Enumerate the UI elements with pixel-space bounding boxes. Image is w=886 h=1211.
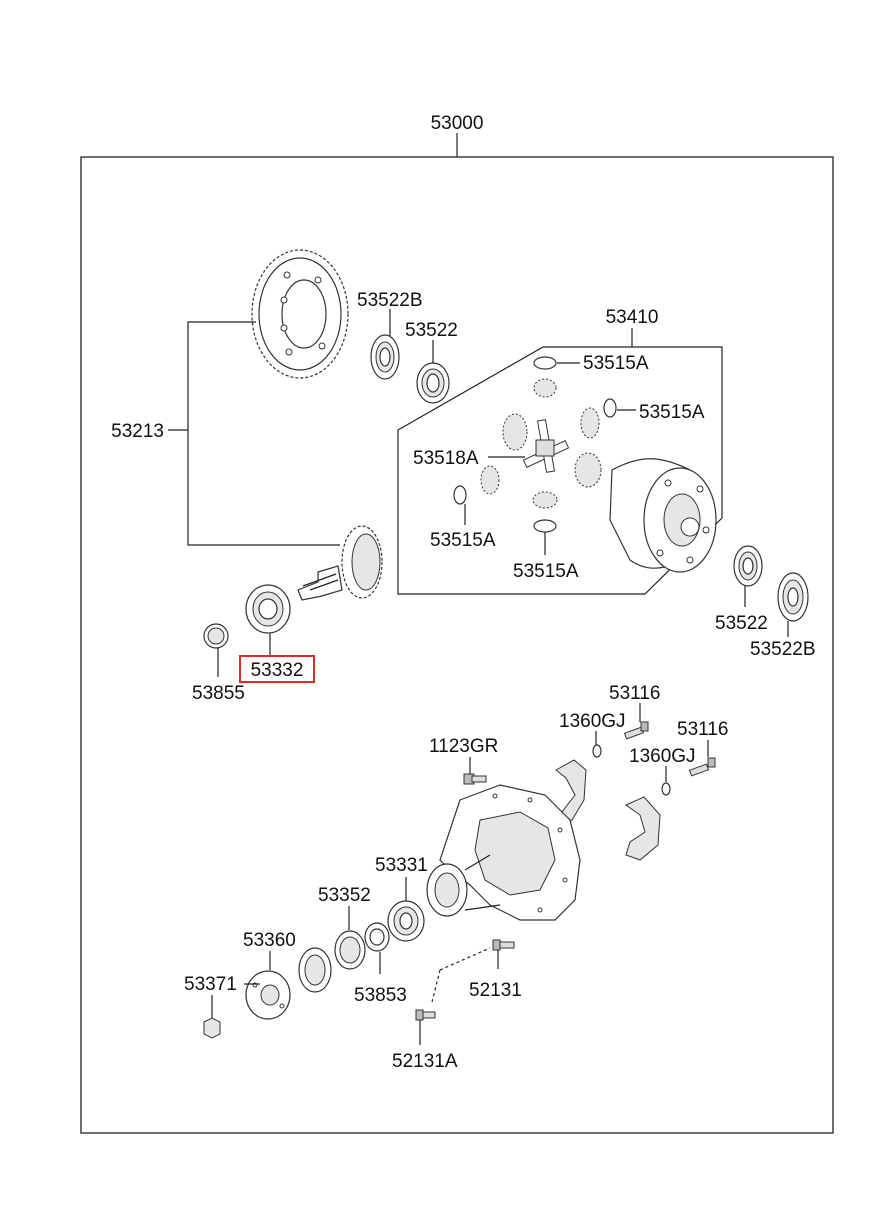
stud-bolt-52131a — [415, 1009, 436, 1021]
callout-53352[interactable]: 53352 — [318, 885, 371, 906]
assembly-number-label: 53000 — [431, 113, 484, 134]
breather-plug — [463, 773, 487, 785]
callout-1360gj-b[interactable]: 1360GJ — [629, 746, 696, 767]
stud-bolt-52131 — [492, 939, 515, 951]
callout-52131a[interactable]: 52131A — [392, 1051, 458, 1072]
carrier-housing — [426, 784, 581, 921]
washer-1360gj-a — [592, 744, 602, 758]
callout-53116-b[interactable]: 53116 — [677, 719, 728, 740]
callout-53410[interactable]: 53410 — [606, 307, 659, 328]
front-pinion-bearing — [387, 900, 425, 942]
oil-seal — [334, 930, 366, 970]
callout-53360[interactable]: 53360 — [243, 930, 296, 951]
callout-53522b-upper[interactable]: 53522B — [357, 290, 423, 311]
callout-53515a-bottom[interactable]: 53515A — [513, 561, 579, 582]
callout-1123gr[interactable]: 1123GR — [429, 736, 498, 757]
callout-52131[interactable]: 52131 — [469, 980, 522, 1001]
drive-pinion — [297, 525, 383, 601]
bearing-53522-lower — [733, 545, 763, 587]
callout-53515a-left[interactable]: 53515A — [430, 530, 496, 551]
bearing-53522-upper — [416, 362, 450, 404]
callout-53515a-top[interactable]: 53515A — [583, 353, 649, 374]
bearing-cap-lower — [624, 796, 661, 861]
callout-53522-upper[interactable]: 53522 — [405, 320, 458, 341]
shim-washer — [364, 922, 390, 952]
callout-53855[interactable]: 53855 — [192, 683, 245, 704]
callout-53332[interactable]: 53332 — [251, 660, 304, 681]
bolt-53116-a — [623, 721, 649, 740]
callout-53331[interactable]: 53331 — [375, 855, 428, 876]
collapsible-spacer — [203, 623, 229, 649]
callout-53522-lower[interactable]: 53522 — [715, 613, 768, 634]
pinion-shaft — [522, 419, 570, 473]
bearing-53522b-upper — [370, 334, 400, 380]
callout-53515a-right[interactable]: 53515A — [639, 402, 705, 423]
washer-1360gj-b — [661, 782, 671, 796]
dust-cover — [298, 947, 332, 993]
callout-53518a[interactable]: 53518A — [413, 448, 479, 469]
bolt-53116-b — [688, 757, 716, 777]
callout-1360gj-a[interactable]: 1360GJ — [559, 711, 626, 732]
pinion-bearing-53332 — [245, 584, 291, 634]
highlight-box-53332 — [239, 655, 315, 683]
callout-53213[interactable]: 53213 — [111, 421, 164, 442]
ring-gear — [251, 249, 349, 379]
differential-case — [609, 458, 717, 573]
diff-case-subassembly-box — [397, 346, 723, 595]
callout-53853[interactable]: 53853 — [354, 985, 407, 1006]
pinion-nut — [203, 1017, 221, 1039]
bearing-53522b-lower — [777, 572, 809, 622]
callout-53371[interactable]: 53371 — [184, 974, 237, 995]
callout-53116-a[interactable]: 53116 — [609, 683, 660, 704]
companion-flange — [245, 970, 291, 1020]
callout-53522b-lower[interactable]: 53522B — [750, 639, 816, 660]
